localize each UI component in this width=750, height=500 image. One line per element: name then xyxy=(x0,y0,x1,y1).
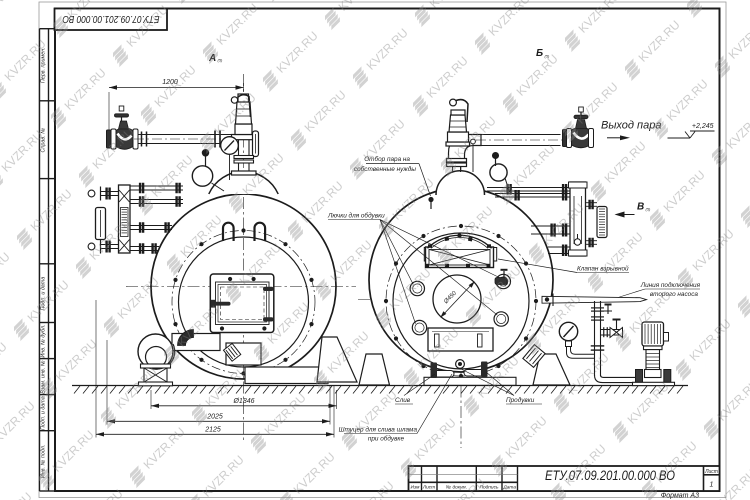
svg-text:Подпись: Подпись xyxy=(479,485,499,491)
svg-text:Продувки: Продувки xyxy=(506,396,535,404)
svg-text:1200: 1200 xyxy=(162,79,178,86)
svg-text:Б: Б xyxy=(536,48,543,59)
svg-text:В: В xyxy=(637,202,644,213)
svg-text:Линия подключения: Линия подключения xyxy=(640,281,701,289)
svg-text:2025: 2025 xyxy=(206,413,223,420)
svg-text:Отбор пара на: Отбор пара на xyxy=(364,155,410,163)
svg-text:Справ. №: Справ. № xyxy=(41,128,47,153)
svg-text:Выход пара: Выход пара xyxy=(601,120,661,132)
svg-text:2125: 2125 xyxy=(204,426,221,433)
svg-text:Клапан взрывной: Клапан взрывной xyxy=(577,265,629,273)
svg-text:Лист: Лист xyxy=(422,485,435,491)
svg-text:при обдувке: при обдувке xyxy=(368,435,405,443)
svg-text:(5): (5) xyxy=(545,54,551,59)
svg-text:(5): (5) xyxy=(646,207,652,212)
svg-text:Подп. и дата: Подп. и дата xyxy=(41,277,47,311)
svg-text:Изм: Изм xyxy=(411,485,421,491)
svg-text:+2,245: +2,245 xyxy=(692,123,714,130)
svg-text:Лист: Лист xyxy=(704,469,718,475)
svg-text:Инв. № подл.: Инв. № подл. xyxy=(41,445,47,478)
svg-text:А: А xyxy=(208,53,216,64)
svg-text:Подп. и дата: Подп. и дата xyxy=(41,396,47,430)
svg-text:Ø1846: Ø1846 xyxy=(232,398,254,405)
svg-text:1: 1 xyxy=(710,482,714,489)
svg-text:Штуцер для слива шлама: Штуцер для слива шлама xyxy=(339,426,418,434)
svg-text:ЕТУ.07.09.201.00.000 ВО: ЕТУ.07.09.201.00.000 ВО xyxy=(545,468,675,483)
svg-text:№ докум.: № докум. xyxy=(446,485,467,491)
svg-text:Слив: Слив xyxy=(395,397,411,404)
svg-text:Инв. № дубл.: Инв. № дубл. xyxy=(41,324,47,357)
svg-text:второго насоса: второго насоса xyxy=(650,291,699,298)
svg-text:собственные нужды: собственные нужды xyxy=(354,165,416,173)
svg-text:ЕТУ.07.09.201.00.000 ВО: ЕТУ.07.09.201.00.000 ВО xyxy=(62,13,159,24)
svg-text:Лючки для обдувки: Лючки для обдувки xyxy=(327,212,385,220)
svg-text:Формат А3: Формат А3 xyxy=(661,493,699,500)
svg-text:Перв. примен.: Перв. примен. xyxy=(41,47,47,83)
svg-text:Взам. инв. №: Взам. инв. № xyxy=(41,360,47,394)
svg-text:Дата: Дата xyxy=(502,485,516,491)
svg-text:(5): (5) xyxy=(218,58,224,63)
